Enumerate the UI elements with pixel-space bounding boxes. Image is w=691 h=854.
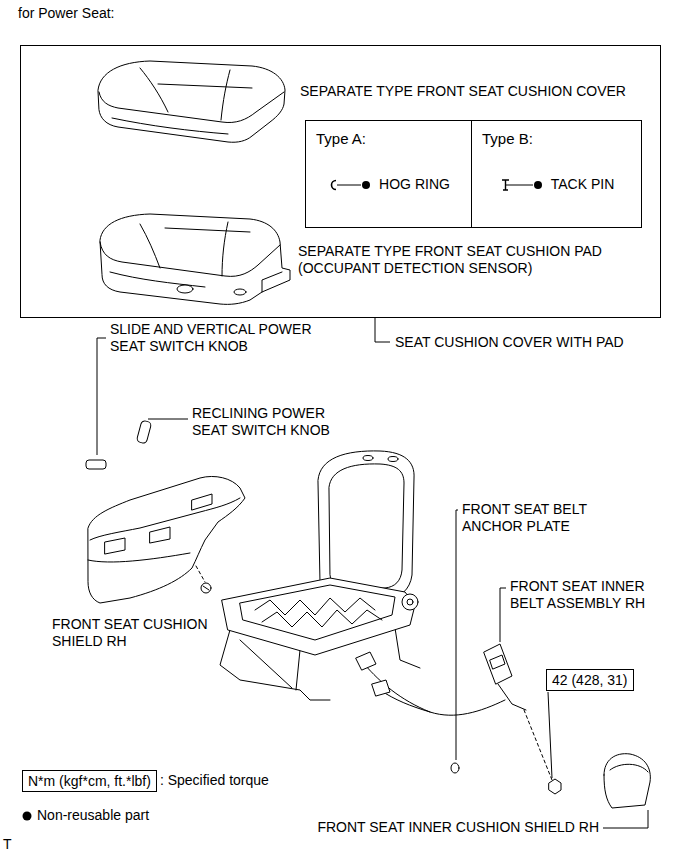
leader-line (148, 419, 188, 420)
part-label: FRONT SEAT INNER BELT ASSEMBLY RH (510, 578, 670, 612)
inner-belt-assembly (490, 655, 505, 669)
symbol-row: HOG RING (306, 176, 471, 193)
seat-cushion-cover (99, 92, 284, 123)
non-reusable-dot (22, 811, 32, 821)
type-cell: Type B: TACK PIN (471, 120, 642, 228)
seat-frame (240, 640, 292, 688)
switch-knob (86, 460, 106, 469)
seat-frame (402, 594, 418, 610)
inner-cushion-shield (610, 764, 648, 772)
symbol-part (332, 180, 337, 189)
seat-frame (220, 451, 420, 700)
inner-belt-assembly (356, 644, 561, 794)
inner-belt-assembly (549, 779, 561, 794)
leader-line (603, 810, 648, 828)
part-label: FRONT SEAT CUSHION SHIELD RH (52, 616, 227, 650)
seat-cushion-pad (165, 228, 250, 232)
type-cell: Type A: HOG RING (305, 120, 472, 228)
seat-frame (255, 598, 375, 615)
seat-frame (388, 457, 398, 462)
group-heading: SEAT CUSHION COVER WITH PAD (395, 334, 624, 351)
legend-text: Non-reusable part (37, 807, 149, 824)
cushion-shield (196, 566, 205, 582)
seat-cushion-pad (110, 272, 205, 287)
seat-cushion-cover (98, 61, 285, 142)
seat-cushion-cover (140, 68, 168, 112)
part-label: SEPARATE TYPE FRONT SEAT CUSHION PAD (OC… (298, 243, 663, 277)
seat-frame (222, 578, 415, 655)
switch-knob (136, 420, 151, 444)
seat-cushion-pad (100, 214, 290, 304)
inner-belt-assembly (372, 680, 390, 696)
seat-cushion-cover (112, 118, 228, 134)
cushion-shield (150, 527, 170, 543)
switch-knob (86, 420, 152, 469)
cushion-shield (105, 538, 125, 554)
inner-belt-assembly (356, 652, 376, 670)
symbol-part (506, 184, 533, 185)
cushion-shield (201, 583, 211, 593)
seat-cushion-pad (262, 272, 282, 292)
legend-key-box: N*m (kgf*cm, ft.*lbf) (22, 770, 157, 792)
seat-frame (407, 599, 413, 605)
cushion-shield (88, 476, 245, 603)
part-label: SLIDE AND VERTICAL POWER SEAT SWITCH KNO… (110, 321, 345, 355)
type-heading: Type A: (316, 130, 366, 148)
part-label: FRONT SEAT BELT ANCHOR PLATE (462, 501, 612, 535)
seat-cushion-pad (140, 224, 160, 268)
symbol-part (534, 181, 542, 189)
inner-cushion-shield (604, 754, 650, 808)
cushion-shield (192, 494, 212, 510)
inner-belt-assembly (451, 763, 459, 773)
seat-frame (262, 610, 382, 627)
seat-frame (363, 456, 373, 461)
inner-belt-assembly (524, 710, 552, 780)
inner-belt-assembly (365, 665, 505, 715)
type-heading: Type B: (482, 130, 533, 148)
legend-row: Non-reusable part (22, 807, 149, 824)
symbol-row: TACK PIN (472, 176, 641, 193)
part-name: TACK PIN (551, 176, 615, 193)
page-title: for Power Seat: (18, 5, 115, 22)
legend-swatch (23, 811, 32, 820)
symbol-part (362, 181, 370, 189)
seat-cushion-pad (100, 242, 280, 276)
seat-frame (395, 628, 420, 668)
seat-frame (329, 464, 404, 590)
cushion-shield (203, 586, 209, 590)
seat-cushion-pad (234, 289, 246, 295)
inner-belt-assembly (484, 644, 512, 684)
part-label: RECLINING POWER SEAT SWITCH KNOB (192, 405, 352, 439)
inner-belt-assembly (498, 684, 526, 710)
seat-cushion-cover (221, 70, 230, 120)
cushion-shield (88, 553, 190, 562)
leader-line (500, 588, 506, 642)
seat-cushion-cover (158, 84, 252, 88)
cushion-shield (88, 476, 245, 603)
leader-line (375, 318, 390, 342)
leader-line (97, 338, 106, 455)
symbol-part (337, 184, 361, 185)
hog-ring-symbol (327, 178, 373, 192)
seat-frame (240, 585, 395, 640)
inner-belt-assembly (380, 690, 430, 712)
part-label: FRONT SEAT INNER CUSHION SHIELD RH (317, 819, 599, 836)
part-label: SEPARATE TYPE FRONT SEAT CUSHION COVER (300, 83, 626, 100)
leader-line (456, 510, 458, 760)
seat-cushion-pad (222, 222, 228, 276)
part-name: HOG RING (379, 176, 450, 193)
torque-box: 42 (428, 31) (546, 669, 634, 691)
box-text: N*m (kgf*cm, ft.*lbf) (28, 772, 151, 790)
box-text: 42 (428, 31) (552, 671, 628, 689)
seat-cushion-pad (100, 214, 290, 304)
tack-pin-symbol (499, 178, 545, 192)
seat-frame (296, 650, 300, 690)
leader-line (548, 692, 552, 778)
corner-mark: T (3, 836, 12, 853)
seat-cushion-pad (177, 285, 193, 293)
seat-cushion-cover (98, 61, 285, 142)
legend-label: : Specified torque (160, 772, 269, 789)
inner-cushion-shield (604, 754, 650, 808)
